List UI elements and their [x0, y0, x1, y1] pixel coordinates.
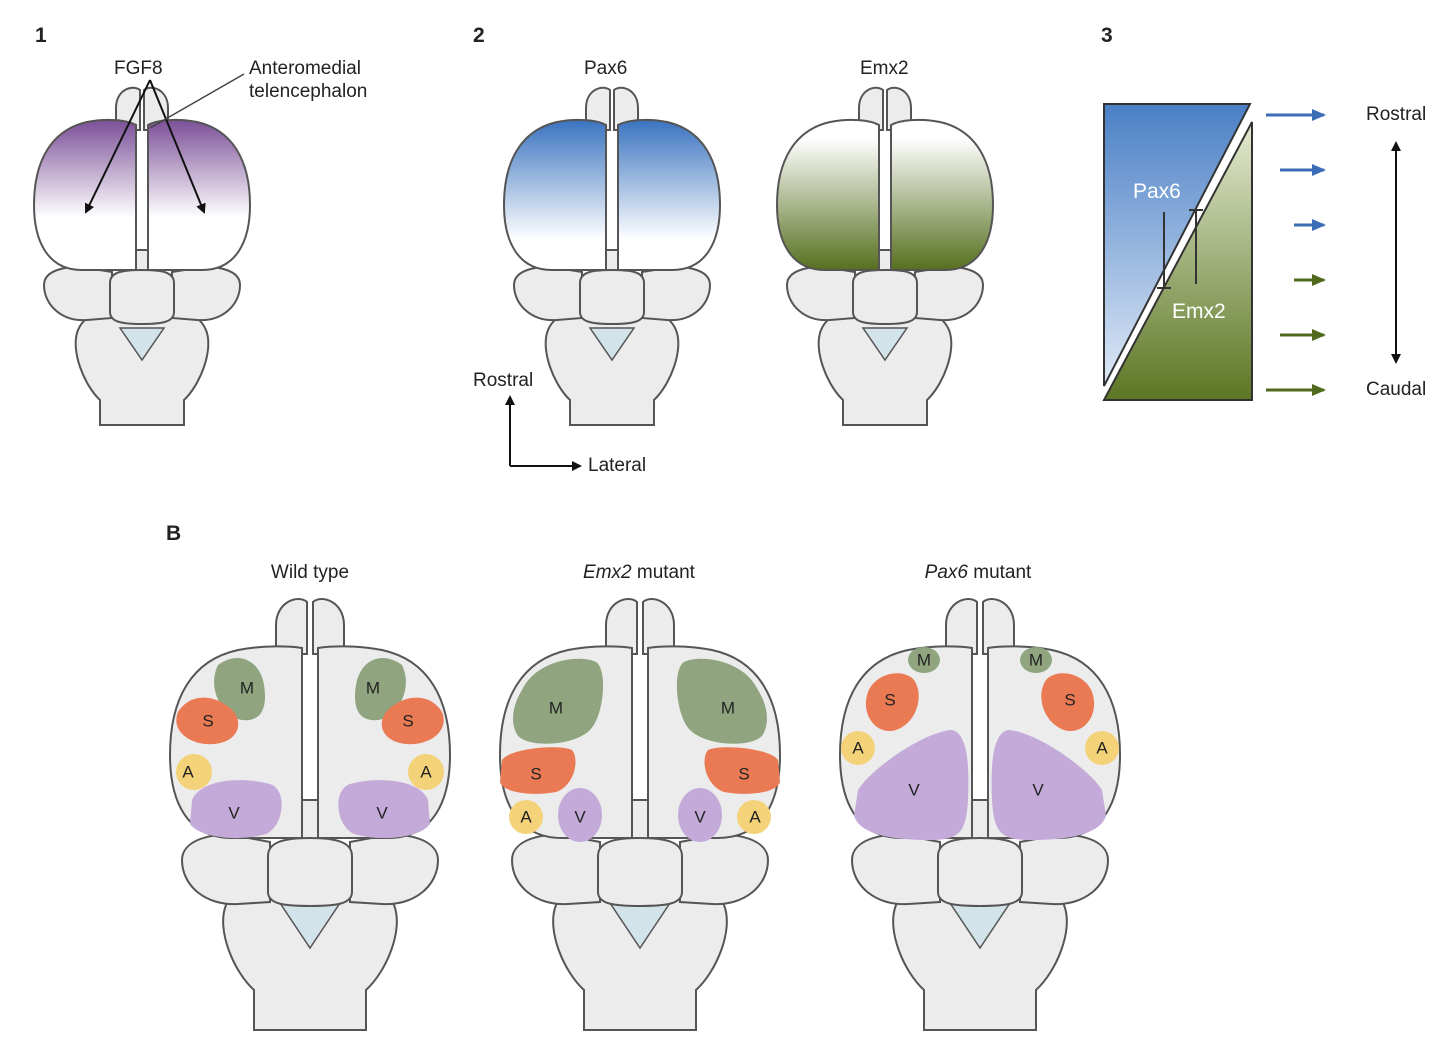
somatosensory-area-right — [704, 747, 780, 794]
somatosensory-area-right — [1041, 673, 1095, 732]
region-label-a: A — [749, 808, 761, 827]
somatosensory-area-left — [500, 747, 576, 794]
emx2-right-hemisphere — [890, 118, 994, 272]
motor-area-left — [513, 658, 604, 744]
pax6-right-hemisphere — [617, 118, 721, 272]
visual-area-left — [558, 788, 602, 842]
region-label-s: S — [884, 691, 895, 710]
region-label-s: S — [530, 765, 541, 784]
region-label-a: A — [182, 763, 194, 782]
orientation-axes: Rostral Lateral — [473, 370, 646, 476]
region-label-v: V — [376, 804, 388, 823]
panel-2: 2 Pax6 Emx2 Rostral Lateral — [473, 24, 994, 476]
region-label-v: V — [694, 808, 706, 827]
axis-rostral-label: Rostral — [473, 370, 533, 391]
fgf8-label: FGF8 — [114, 58, 163, 79]
emx2-brain-label: Emx2 — [860, 58, 909, 79]
region-label-v: V — [574, 808, 586, 827]
region-label-m: M — [721, 699, 735, 718]
telencephalon-label-line1: Anteromedial — [249, 58, 361, 79]
visual-area-left — [190, 780, 282, 839]
emx2-triangle-label: Emx2 — [1172, 300, 1226, 323]
motor-area-right — [1020, 647, 1052, 673]
telencephalon-label-line2: telencephalon — [249, 81, 367, 102]
emx2-gradient-triangle — [1102, 121, 1253, 401]
region-label-a: A — [1096, 739, 1108, 758]
caudal-label: Caudal — [1366, 379, 1426, 400]
region-label-m: M — [917, 651, 931, 670]
region-label-s: S — [1064, 691, 1075, 710]
region-label-m: M — [1029, 651, 1043, 670]
rostral-label: Rostral — [1366, 104, 1426, 125]
auditory-area-left — [176, 754, 212, 790]
visual-area-right — [338, 780, 430, 839]
auditory-area-right — [737, 800, 771, 834]
somatosensory-area-right — [381, 697, 444, 745]
region-label-m: M — [366, 679, 380, 698]
visual-area-right — [991, 730, 1106, 840]
region-label-m: M — [240, 679, 254, 698]
visual-area-left — [854, 730, 969, 840]
emx2-mutant-brain: Emx2 mutant M M S S A A V V — [499, 562, 781, 1031]
region-label-v: V — [1032, 781, 1044, 800]
pax6-gradient-triangle — [1103, 103, 1252, 387]
panel-1-number: 1 — [35, 24, 47, 47]
auditory-area-left — [509, 800, 543, 834]
repression-symbols — [1157, 209, 1203, 289]
emx2-mutant-label: Emx2 mutant — [583, 562, 696, 583]
pax6-brain-label: Pax6 — [584, 58, 627, 79]
region-label-m: M — [549, 699, 563, 718]
panel-b: B Wild type M M S S A A V V — [166, 522, 1121, 1031]
region-label-s: S — [202, 712, 213, 731]
auditory-area-right — [408, 754, 444, 790]
auditory-area-right — [1085, 731, 1119, 765]
motor-area-right — [676, 658, 767, 744]
right-hemisphere-fgf8-gradient — [147, 118, 251, 272]
wild-type-label: Wild type — [271, 562, 349, 583]
panel-3: 3 Pax6 Emx2 Rostral Caudal — [1101, 24, 1426, 401]
pax6-mutant-brain: Pax6 mutant M M S S A A V V — [839, 562, 1121, 1031]
panel-1: 1 FGF8 Anteromedial telencephalon — [33, 24, 367, 426]
pax6-mutant-label: Pax6 mutant — [925, 562, 1032, 583]
somatosensory-area-left — [865, 673, 919, 732]
region-label-a: A — [420, 763, 432, 782]
auditory-area-left — [841, 731, 875, 765]
motor-area-left — [214, 657, 266, 721]
region-label-a: A — [520, 808, 532, 827]
fgf8-arrow-left — [84, 79, 151, 214]
region-label-a: A — [852, 739, 864, 758]
telencephalon-leader-line — [149, 73, 245, 129]
region-label-v: V — [228, 804, 240, 823]
somatosensory-area-left — [176, 697, 239, 745]
fgf8-arrow-right — [149, 79, 206, 214]
region-label-s: S — [402, 712, 413, 731]
panel-2-number: 2 — [473, 24, 485, 47]
panel-b-number: B — [166, 522, 181, 545]
region-label-s: S — [738, 765, 749, 784]
emx2-left-hemisphere — [776, 118, 880, 272]
panel-3-number: 3 — [1101, 24, 1113, 47]
pax6-left-hemisphere — [503, 118, 607, 272]
wild-type-brain: Wild type M M S S A A V V — [169, 562, 451, 1031]
motor-area-right — [354, 657, 406, 721]
visual-area-right — [678, 788, 722, 842]
pax6-triangle-label: Pax6 — [1133, 180, 1181, 203]
region-label-v: V — [908, 781, 920, 800]
axis-lateral-label: Lateral — [588, 455, 646, 476]
motor-area-left — [908, 647, 940, 673]
